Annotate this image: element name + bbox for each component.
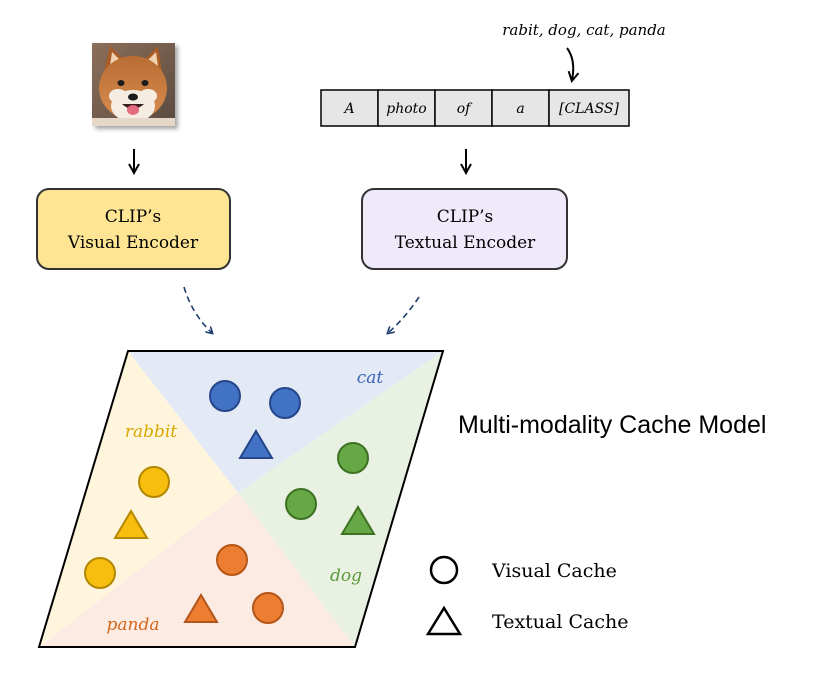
panda-visual-cache-1: [216, 544, 248, 576]
visual-encoder-box: CLIP’s Visual Encoder: [36, 188, 231, 270]
dashed-arrow-textual-to-cache: [388, 296, 420, 333]
region-dog: [238, 351, 443, 647]
legend-textual-label: Textual Cache: [492, 611, 628, 633]
prompt-token: of: [457, 101, 473, 117]
panda-visual-cache-2: [252, 592, 284, 624]
class-list-label: rabit, dog, cat, panda: [502, 21, 666, 39]
visual-encoder-line2: Visual Encoder: [67, 233, 199, 253]
legend: Visual Cache Textual Cache: [425, 555, 628, 636]
legend-visual-icon: [429, 555, 459, 585]
dog-textual-cache: [340, 505, 376, 535]
arrow-classes-to-prompt: [566, 47, 573, 80]
rabbit-visual-cache-1: [138, 466, 170, 498]
prompt-token: a: [516, 101, 524, 117]
legend-visual-label: Visual Cache: [491, 560, 617, 582]
rabbit-textual-cache: [113, 509, 149, 539]
cat-visual-cache-2: [269, 387, 301, 419]
region-cat: [128, 351, 443, 493]
dog-visual-cache-2: [285, 488, 317, 520]
cache-model-border: [37, 350, 445, 648]
legend-textual-icon: [425, 605, 463, 636]
textual-encoder-box: CLIP’s Textual Encoder: [361, 188, 568, 270]
cat-textual-cache: [238, 429, 274, 459]
dashed-arrow-visual-to-cache: [183, 286, 212, 333]
visual-encoder-line1: CLIP’s: [105, 207, 162, 227]
rabbit-visual-cache-2: [84, 557, 116, 589]
prompt-token: A: [342, 101, 354, 117]
cache-model: cat dog panda rabbit: [37, 350, 445, 648]
prompt-token-box: [377, 89, 436, 127]
prompt-token-box: [434, 89, 493, 127]
panda-textual-cache: [183, 593, 219, 623]
prompt-token: photo: [386, 101, 426, 117]
dog-visual-cache-1: [337, 442, 369, 474]
cat-visual-cache-1: [209, 380, 241, 412]
prompt-token-box: [320, 89, 379, 127]
textual-encoder-line1: CLIP’s: [437, 207, 494, 227]
dog-photo: [92, 43, 175, 126]
label-dog: dog: [330, 566, 362, 586]
prompt-token-box: [548, 89, 630, 127]
label-cat: cat: [357, 368, 384, 388]
label-panda: panda: [107, 615, 160, 635]
prompt-token: [CLASS]: [559, 101, 620, 117]
prompt-token-box: [491, 89, 550, 127]
label-rabbit: rabbit: [125, 422, 177, 442]
textual-encoder-line2: Textual Encoder: [395, 233, 536, 253]
cache-model-title: Multi-modality Cache Model: [458, 411, 766, 439]
